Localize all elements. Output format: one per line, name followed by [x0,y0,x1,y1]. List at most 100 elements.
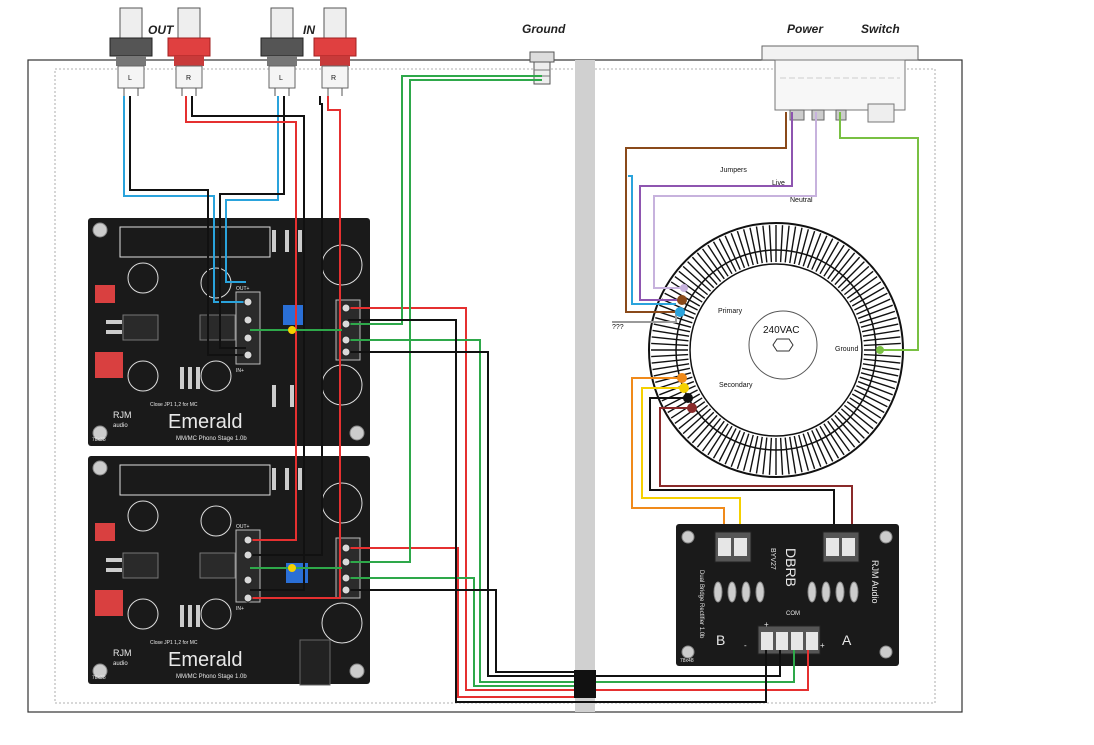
winding-line [856,298,891,315]
winding-line [856,385,891,402]
winding-line [730,233,746,269]
winding-line [784,225,790,263]
winding-line [798,229,810,266]
live-label: Live [772,180,785,187]
winding-line [862,363,900,371]
winding-line [696,417,722,448]
lower-pcb [88,456,370,686]
winding-line [674,401,706,425]
in-label: IN [303,23,315,37]
winding-line [811,430,828,465]
winding-line [687,411,715,439]
winding-line [857,380,893,396]
signal-wiring [123,96,341,599]
rectifier-plus-b: + [764,620,769,629]
winding-line [819,425,840,459]
winding-line [863,358,901,364]
transformer-ground-label: Ground [835,346,858,353]
winding-line [830,252,856,283]
winding-line [830,417,856,448]
supply-wiring [348,75,809,703]
lower-pcb-brand-sub: audio [113,661,128,667]
winding-line [859,310,896,324]
out-right-jack [167,7,211,96]
toroidal-transformer [648,222,904,478]
wire-bundle-tie [574,670,596,698]
winding-line [736,230,750,267]
winding-line [789,436,797,474]
winding-line [857,304,893,320]
shield-divider [575,60,595,712]
secondary-wiring [631,377,853,538]
primary-terminals [675,284,884,354]
rectifier-side-text: Dual Bridge Rectifier 1.0b [698,570,704,639]
jack-right-mark: R [186,75,191,82]
winding-line [834,256,861,286]
lower-pcb-brand: RJM [113,648,132,658]
winding-line [755,226,763,264]
winding-line [789,226,797,264]
winding-line [849,281,882,303]
winding-line [653,323,691,333]
rectifier-plus-a: + [820,641,825,650]
upper-pcb-in: IN+ [236,368,244,374]
winding-line [851,393,885,414]
winding-line [707,423,729,456]
winding-line [678,270,709,296]
winding-line [815,428,834,462]
board-terminals [243,297,351,603]
power-inlet-switch [761,45,919,123]
winding-line [860,316,897,328]
neutral-label: Neutral [790,197,813,204]
winding-line [762,437,768,475]
upper-pcb-brand-sub: audio [113,423,128,429]
winding-line [651,342,689,347]
winding-line [736,433,750,470]
winding-line [843,404,874,430]
winding-line [823,423,845,456]
winding-line [701,248,725,280]
upper-pcb-subtitle: MM/MC Phono Stage 1.0b [176,436,247,442]
rectifier-board [676,524,899,666]
winding-line [815,238,834,272]
winding-line [837,261,865,289]
winding-line [749,435,759,473]
winding-line [802,433,816,470]
winding-line [861,367,899,377]
secondary-terminals [677,373,697,413]
winding-line [653,367,691,377]
rectifier-name: DBRB [783,548,799,587]
jumpers-label: Jumpers [720,167,747,174]
ground-lug [529,51,555,85]
winding-line [755,436,763,474]
rectifier-label-a: A [842,632,852,648]
in-right-jack [313,7,357,96]
winding-line [861,323,899,333]
winding-line [806,431,822,467]
lower-pcb-in: IN+ [236,606,244,612]
winding-line [718,428,737,462]
winding-line [802,230,816,267]
winding-line [860,372,897,384]
winding-line [674,275,706,299]
out-left-jack [109,7,153,96]
winding-line [862,329,900,337]
winding-line [837,411,865,439]
winding-line [696,252,722,283]
lower-pcb-subtitle: MM/MC Phono Stage 1.0b [176,674,247,680]
jack-right-mark-in: R [331,75,336,82]
winding-line [846,401,878,425]
winding-line [840,408,870,435]
winding-line [724,235,741,270]
winding-line [849,397,882,419]
winding-line [819,241,840,275]
winding-line [742,229,754,266]
power-label: Power [787,22,824,36]
winding-line [863,353,901,358]
rectifier-minus-b: - [744,641,747,650]
winding-line [749,227,759,265]
winding-line [652,329,690,337]
winding-line [859,376,896,390]
winding-line [691,256,718,286]
